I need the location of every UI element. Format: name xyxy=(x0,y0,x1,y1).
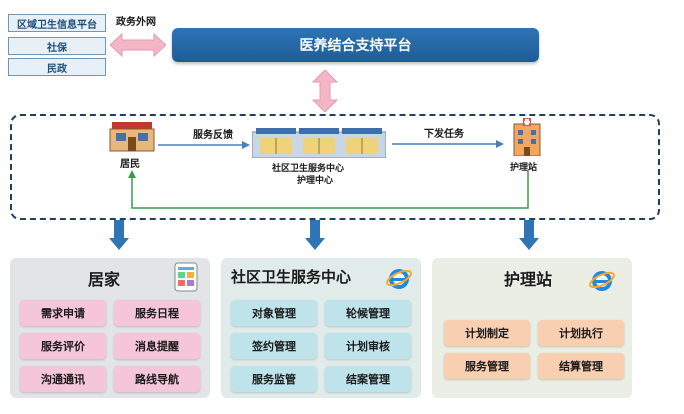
task-arrow xyxy=(392,140,504,148)
house-icon xyxy=(109,122,155,152)
community-center-icon xyxy=(252,128,386,158)
route-navigation-button[interactable]: 路线导航 xyxy=(114,366,200,392)
nursing-station-icon xyxy=(513,118,541,156)
service-management-button[interactable]: 服务管理 xyxy=(444,353,530,379)
return-flow-line xyxy=(128,170,529,209)
civil-affairs-box: 民政 xyxy=(8,58,106,76)
resident-label: 居民 xyxy=(120,159,140,170)
plan-making-button[interactable]: 计划制定 xyxy=(444,320,530,346)
nursing-center-label: 护理中心 xyxy=(297,176,334,186)
plan-execution-button[interactable]: 计划执行 xyxy=(538,320,624,346)
nursing-station-panel-title: 护理站 xyxy=(504,270,553,289)
regional-health-platform-box: 区域卫生信息平台 xyxy=(8,14,106,32)
community-center-label: 社区卫生服务中心 xyxy=(272,164,345,174)
community-center-panel: 社区卫生服务中心 对象管理 轮候管理 签约管理 计划审核 服务监管 结案管理 xyxy=(221,258,421,398)
service-evaluation-button[interactable]: 服务评价 xyxy=(20,333,106,359)
browser-icon xyxy=(589,271,615,291)
community-center-panel-title: 社区卫生服务中心 xyxy=(231,268,352,286)
case-closing-button[interactable]: 结案管理 xyxy=(325,366,411,392)
gov-network-double-arrow xyxy=(110,33,166,57)
nursing-station-panel: 护理站 计划制定 计划执行 服务管理 结算管理 xyxy=(432,258,632,398)
platform-link-double-arrow xyxy=(312,70,338,112)
message-reminder-button[interactable]: 消息提醒 xyxy=(114,333,200,359)
feedback-label: 服务反馈 xyxy=(193,130,233,141)
object-management-button[interactable]: 对象管理 xyxy=(231,300,317,326)
gov-network-label: 政务外网 xyxy=(116,17,156,28)
browser-icon xyxy=(386,269,412,289)
platform-title-bar: 医养结合支持平台 xyxy=(172,28,539,62)
down-arrow-nurse xyxy=(519,220,539,250)
down-arrow-home xyxy=(109,220,129,250)
home-panel-title: 居家 xyxy=(88,270,121,289)
service-schedule-button[interactable]: 服务日程 xyxy=(114,300,200,326)
service-supervision-button[interactable]: 服务监管 xyxy=(231,366,317,392)
home-panel: 居家 需求申请 服务日程 服务评价 消息提醒 沟通通讯 路线导航 xyxy=(10,258,210,398)
plan-review-button[interactable]: 计划审核 xyxy=(325,333,411,359)
phone-app-icon xyxy=(174,262,198,292)
communication-button[interactable]: 沟通通讯 xyxy=(20,366,106,392)
waiting-management-button[interactable]: 轮候管理 xyxy=(325,300,411,326)
contract-management-button[interactable]: 签约管理 xyxy=(231,333,317,359)
demand-request-button[interactable]: 需求申请 xyxy=(20,300,106,326)
service-flow-container xyxy=(10,114,660,220)
nursing-station-label: 护理站 xyxy=(510,163,538,173)
feedback-arrow xyxy=(158,141,250,149)
task-label: 下发任务 xyxy=(424,129,464,140)
down-arrow-center xyxy=(305,220,325,250)
settlement-management-button[interactable]: 结算管理 xyxy=(538,353,624,379)
social-security-box: 社保 xyxy=(8,37,106,55)
